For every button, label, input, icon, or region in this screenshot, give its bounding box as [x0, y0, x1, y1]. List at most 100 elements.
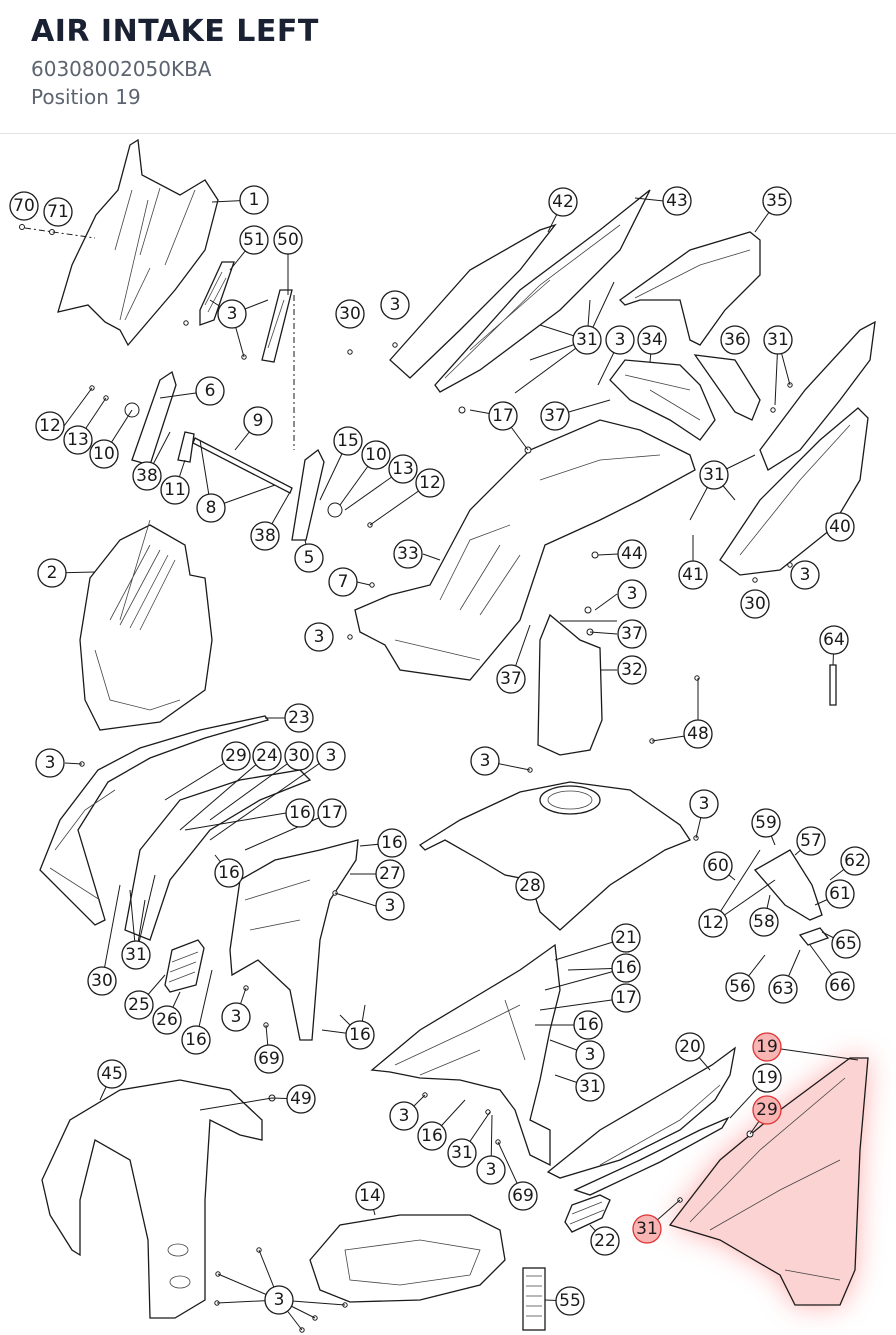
callout-31[interactable]: 31: [763, 325, 793, 355]
callout-3[interactable]: 3: [605, 325, 635, 355]
callout-38[interactable]: 38: [132, 461, 162, 491]
callout-31[interactable]: 31: [572, 325, 602, 355]
callout-10[interactable]: 10: [89, 439, 119, 469]
callout-55[interactable]: 55: [555, 1286, 585, 1316]
callout-23[interactable]: 23: [284, 703, 314, 733]
callout-9[interactable]: 9: [243, 406, 273, 436]
callout-3[interactable]: 3: [389, 1101, 419, 1131]
callout-16[interactable]: 16: [417, 1121, 447, 1151]
callout-28[interactable]: 28: [515, 871, 545, 901]
part-headlight-frame[interactable]: [309, 1214, 506, 1303]
callout-16[interactable]: 16: [377, 828, 407, 858]
callout-45[interactable]: 45: [97, 1059, 127, 1089]
callout-5[interactable]: 5: [294, 543, 324, 573]
part-bracket-51[interactable]: [199, 261, 235, 326]
callout-58[interactable]: 58: [749, 907, 779, 937]
callout-3[interactable]: 3: [264, 1285, 294, 1315]
part-mudguard-flap[interactable]: [537, 613, 603, 756]
callout-65[interactable]: 65: [831, 929, 861, 959]
callout-51[interactable]: 51: [239, 225, 269, 255]
part-seat[interactable]: [618, 231, 761, 346]
callout-1[interactable]: 1: [239, 185, 269, 215]
callout-16[interactable]: 16: [611, 953, 641, 983]
callout-63[interactable]: 63: [768, 974, 798, 1004]
callout-43[interactable]: 43: [662, 186, 692, 216]
part-air-intake-right[interactable]: [546, 1046, 736, 1196]
callout-17[interactable]: 17: [611, 983, 641, 1013]
callout-40[interactable]: 40: [825, 512, 855, 542]
part-under-tray[interactable]: [370, 943, 561, 1167]
callout-32[interactable]: 32: [617, 655, 647, 685]
part-windscreen[interactable]: [57, 138, 219, 347]
callout-19[interactable]: 19: [752, 1063, 782, 1093]
callout-29[interactable]: 29: [221, 741, 251, 771]
callout-3[interactable]: 3: [380, 290, 410, 320]
callout-3[interactable]: 3: [790, 560, 820, 590]
callout-56[interactable]: 56: [725, 972, 755, 1002]
callout-61[interactable]: 61: [825, 879, 855, 909]
callout-17[interactable]: 17: [317, 798, 347, 828]
callout-30[interactable]: 30: [740, 589, 770, 619]
part-tank-cover[interactable]: [418, 781, 691, 931]
callout-35[interactable]: 35: [762, 186, 792, 216]
part-side-panel-right[interactable]: [719, 320, 876, 576]
part-plate-bracket[interactable]: [753, 849, 830, 946]
callout-31-highlighted[interactable]: 31: [632, 1214, 662, 1244]
part-filter-55[interactable]: [522, 1267, 546, 1331]
callout-36[interactable]: 36: [720, 325, 750, 355]
callout-17[interactable]: 17: [488, 401, 518, 431]
callout-16[interactable]: 16: [181, 1025, 211, 1055]
callout-2[interactable]: 2: [37, 558, 67, 588]
part-strap-64[interactable]: [829, 664, 837, 706]
callout-3[interactable]: 3: [221, 1002, 251, 1032]
callout-6[interactable]: 6: [195, 376, 225, 406]
part-side-cover[interactable]: [124, 769, 359, 1041]
callout-30[interactable]: 30: [335, 299, 365, 329]
callout-33[interactable]: 33: [393, 539, 423, 569]
callout-37[interactable]: 37: [617, 619, 647, 649]
callout-38[interactable]: 38: [250, 521, 280, 551]
callout-10[interactable]: 10: [361, 440, 391, 470]
callout-16[interactable]: 16: [214, 858, 244, 888]
callout-3[interactable]: 3: [689, 789, 719, 819]
callout-19-highlighted[interactable]: 19: [752, 1032, 782, 1062]
callout-69[interactable]: 69: [254, 1044, 284, 1074]
callout-24[interactable]: 24: [252, 741, 282, 771]
callout-69[interactable]: 69: [508, 1181, 538, 1211]
callout-16[interactable]: 16: [285, 798, 315, 828]
callout-3[interactable]: 3: [35, 748, 65, 778]
callout-21[interactable]: 21: [611, 923, 641, 953]
callout-30[interactable]: 30: [284, 741, 314, 771]
part-bracket-5[interactable]: [291, 449, 343, 541]
callout-37[interactable]: 37: [496, 664, 526, 694]
callout-64[interactable]: 64: [819, 625, 849, 655]
callout-13[interactable]: 13: [63, 425, 93, 455]
callout-48[interactable]: 48: [683, 719, 713, 749]
part-grille-26[interactable]: [164, 939, 205, 993]
callout-66[interactable]: 66: [825, 971, 855, 1001]
callout-49[interactable]: 49: [286, 1084, 316, 1114]
callout-3[interactable]: 3: [575, 1040, 605, 1070]
callout-16[interactable]: 16: [573, 1010, 603, 1040]
callout-3[interactable]: 3: [304, 622, 334, 652]
callout-15[interactable]: 15: [333, 426, 363, 456]
part-clamp-11[interactable]: [177, 431, 195, 463]
part-rod-9[interactable]: [192, 437, 293, 494]
callout-3[interactable]: 3: [470, 746, 500, 776]
callout-3[interactable]: 3: [217, 299, 247, 329]
callout-8[interactable]: 8: [196, 493, 226, 523]
callout-12[interactable]: 12: [35, 411, 65, 441]
callout-62[interactable]: 62: [840, 846, 870, 876]
callout-31[interactable]: 31: [699, 460, 729, 490]
callout-12[interactable]: 12: [415, 468, 445, 498]
callout-71[interactable]: 71: [43, 197, 73, 227]
part-tail-rail[interactable]: [389, 189, 651, 393]
callout-25[interactable]: 25: [124, 990, 154, 1020]
callout-60[interactable]: 60: [703, 851, 733, 881]
callout-70[interactable]: 70: [9, 191, 39, 221]
callout-26[interactable]: 26: [152, 1005, 182, 1035]
callout-44[interactable]: 44: [617, 539, 647, 569]
callout-22[interactable]: 22: [590, 1226, 620, 1256]
part-inner-fender[interactable]: [354, 419, 696, 681]
part-grille-22[interactable]: [564, 1194, 611, 1233]
